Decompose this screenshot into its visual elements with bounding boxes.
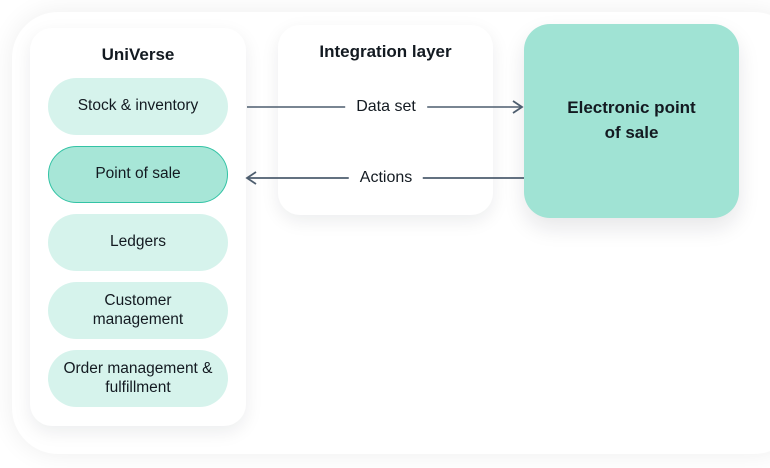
module-pill-ledgers: Ledgers bbox=[48, 214, 228, 271]
module-pill-label: Ledgers bbox=[109, 233, 166, 251]
module-pill-stock-inventory: Stock & inventory bbox=[48, 78, 228, 135]
module-pill-order-management: Order management & fulfillment bbox=[48, 350, 228, 407]
universe-module-list: Stock & inventory Point of sale Ledgers … bbox=[48, 78, 228, 407]
module-pill-label: Order management & fulfillment bbox=[63, 359, 213, 396]
universe-title: UniVerse bbox=[101, 45, 175, 64]
universe-card: UniVerse Stock & inventory Point of sale… bbox=[30, 28, 246, 426]
module-pill-customer-management: Customer management bbox=[48, 282, 228, 339]
flow-data-set-label: Data set bbox=[345, 96, 427, 118]
module-pill-label: Customer management bbox=[92, 291, 184, 328]
module-pill-point-of-sale: Point of sale bbox=[48, 146, 228, 203]
module-pill-label: Point of sale bbox=[95, 165, 181, 183]
epos-card: Electronic point of sale bbox=[524, 24, 739, 218]
module-pill-label: Stock & inventory bbox=[77, 97, 199, 115]
flow-actions-label: Actions bbox=[348, 167, 424, 189]
epos-title: Electronic point of sale bbox=[567, 98, 696, 142]
integration-layer-title: Integration layer bbox=[319, 42, 452, 61]
